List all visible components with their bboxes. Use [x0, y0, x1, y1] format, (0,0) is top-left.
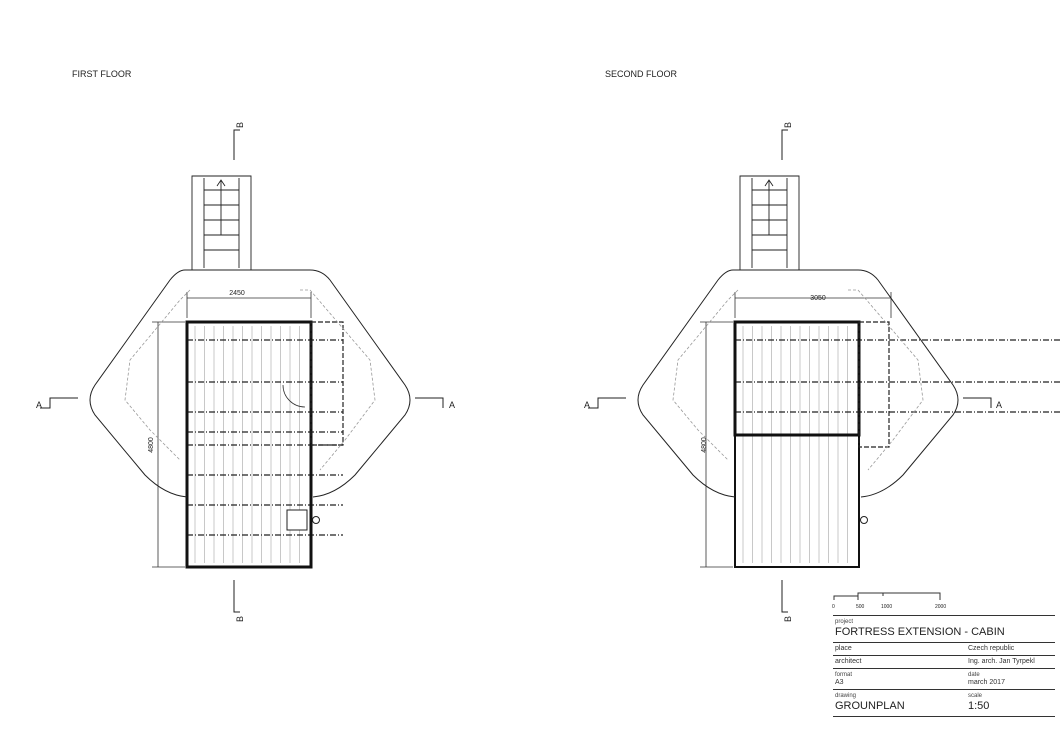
drawing-label: drawing [835, 693, 857, 699]
terrace-outline [310, 321, 344, 446]
terrace-outline [858, 321, 890, 448]
place-value: Czech republic [968, 645, 1015, 652]
stair [739, 175, 800, 270]
architect-label: architect [835, 658, 862, 665]
width-dimension: 2450 [229, 290, 245, 297]
section-a-right: A [449, 400, 455, 410]
cabin [185, 320, 344, 569]
architect-row: architect Ing. arch. Jan Tyrpekl [833, 655, 1055, 668]
format-value: A3 [835, 679, 844, 686]
platform-outline [637, 269, 959, 498]
place-row: place Czech republic [833, 642, 1055, 655]
second-floor-title: SECOND FLOOR [605, 69, 678, 79]
section-markers [40, 129, 444, 613]
chimney [312, 516, 320, 524]
second-floor-plan: SECOND FLOOR 3050 4800 A A B B [584, 69, 1061, 622]
scale-tick: 500 [856, 604, 865, 610]
section-a-left: A [36, 400, 42, 410]
section-b-top: B [235, 122, 245, 128]
title-block: project FORTRESS EXTENSION - CABIN place… [833, 615, 1055, 717]
length-dimension: 4800 [701, 437, 708, 453]
cabin [733, 320, 1061, 568]
date-value: march 2017 [968, 679, 1005, 686]
scale-bar: 0 500 1000 2000 [832, 592, 946, 610]
section-markers [588, 129, 992, 613]
section-b-top: B [783, 122, 793, 128]
project-label: project [835, 619, 854, 625]
scale-tick: 2000 [935, 604, 946, 610]
width-dimension: 3050 [810, 295, 826, 302]
section-a-left: A [584, 400, 590, 410]
date-label: date [968, 672, 980, 678]
section-a-right: A [996, 400, 1002, 410]
rock-outline-dashed [672, 289, 924, 471]
stove [286, 509, 308, 531]
first-floor-plan: FIRST FLOOR 2450 4800 A A B B [36, 69, 455, 622]
dimension-lines [700, 292, 892, 568]
section-b-bottom: B [783, 616, 793, 622]
project-row: project FORTRESS EXTENSION - CABIN [833, 615, 1055, 642]
first-floor-title: FIRST FLOOR [72, 69, 132, 79]
drawing-scale-row: drawing GROUNPLAN scale 1:50 [833, 689, 1055, 717]
length-dimension: 4800 [148, 437, 155, 453]
format-date-row: format A3 date march 2017 [833, 668, 1055, 689]
place-label: place [835, 645, 852, 652]
rock-outline-dashed [124, 289, 376, 471]
stair [191, 175, 252, 270]
project-name: FORTRESS EXTENSION - CABIN [835, 626, 1005, 638]
chimney [860, 516, 868, 524]
architect-value: Ing. arch. Jan Tyrpekl [968, 658, 1035, 665]
drawing-value: GROUNPLAN [835, 700, 905, 712]
lower-roof-outline [734, 434, 860, 568]
scale-tick: 0 [832, 604, 835, 610]
dimension-lines [152, 292, 312, 568]
scale-tick: 1000 [881, 604, 892, 610]
format-label: format [835, 672, 853, 678]
scale-value: 1:50 [968, 700, 990, 712]
platform-outline [89, 269, 411, 498]
section-b-bottom: B [235, 616, 245, 622]
door-swing [282, 384, 306, 408]
scale-label: scale [968, 693, 983, 699]
cabin-wall [733, 320, 861, 437]
